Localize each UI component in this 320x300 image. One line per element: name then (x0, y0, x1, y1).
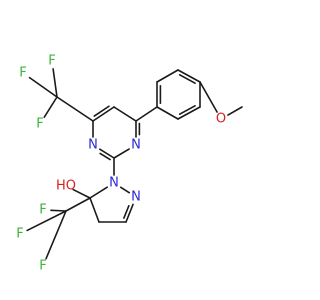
bond-line (45, 210, 67, 260)
bond-line (113, 148, 130, 159)
bond-line-double (178, 73, 196, 84)
bond-a15-a16 (177, 105, 201, 120)
bond-a4-a11 (135, 106, 158, 122)
atom-label-f: F (36, 117, 43, 132)
bond-a22-a23 (89, 197, 100, 223)
bond-line (89, 197, 100, 223)
bond-line (52, 68, 58, 98)
bond-line (65, 197, 91, 212)
atom-label-n: N (88, 138, 98, 153)
bond-a7-a8 (52, 68, 58, 98)
bond-a7-a9 (28, 76, 58, 98)
bond-line (135, 106, 158, 122)
bond-a23-a25 (65, 197, 91, 212)
bond-line (56, 96, 94, 122)
bond-a3-a2 (113, 148, 130, 159)
atom-label-n: N (109, 176, 119, 191)
bond-line (43, 96, 58, 119)
bond-line-double (178, 105, 196, 116)
bonds-layer (26, 68, 243, 260)
bond-line (227, 106, 243, 116)
bond-line (50, 209, 67, 212)
bond-a2-a4 (135, 120, 141, 138)
bond-a6-a7 (56, 96, 94, 122)
bond-a7-a10 (43, 96, 58, 119)
atom-label-n: N (131, 138, 141, 153)
atom-label-f: F (39, 259, 46, 274)
bond-line-double (93, 105, 110, 117)
bond-line (177, 69, 201, 83)
bond-a25-a28 (50, 209, 67, 212)
bond-a5-a6 (92, 105, 115, 122)
bond-line (119, 186, 131, 194)
atom-label-f: F (16, 227, 23, 242)
bond-a19-a20 (119, 186, 131, 194)
bond-line-double (123, 205, 130, 219)
bond-a23-a24 (72, 188, 91, 199)
bond-line (156, 69, 179, 83)
bond-a1-a3 (99, 148, 115, 161)
atom-label-f: F (48, 54, 55, 69)
bond-line (125, 203, 134, 223)
bond-line (199, 81, 218, 113)
bond-line-double (99, 152, 111, 161)
bond-a4-a5 (113, 106, 137, 122)
bond-line (89, 186, 109, 199)
bond-a16-a11 (156, 106, 179, 120)
atom-label-f: F (19, 66, 26, 81)
bond-line (113, 106, 137, 122)
atom-label-f: F (39, 203, 46, 218)
bond-line (177, 106, 201, 120)
bond-line (99, 148, 115, 159)
bond-line (26, 210, 67, 232)
bond-line (156, 106, 179, 120)
bond-a12-a13 (156, 69, 179, 83)
bond-a13-a14 (177, 69, 201, 84)
bond-a20-a21 (123, 203, 134, 223)
bond-line (92, 106, 115, 122)
bond-a11-a12 (156, 81, 162, 108)
bond-a14-a17 (199, 81, 218, 113)
bond-a25-a27 (45, 210, 67, 260)
bond-a25-a26 (26, 210, 67, 232)
atom-label-o: HO (56, 179, 76, 194)
bond-line (72, 188, 91, 199)
bond-a17-a18 (227, 106, 243, 116)
bond-a23-a19 (89, 186, 109, 199)
atom-label-o: O (216, 112, 226, 127)
bond-line (28, 76, 58, 98)
atom-label-n: N (131, 190, 141, 205)
